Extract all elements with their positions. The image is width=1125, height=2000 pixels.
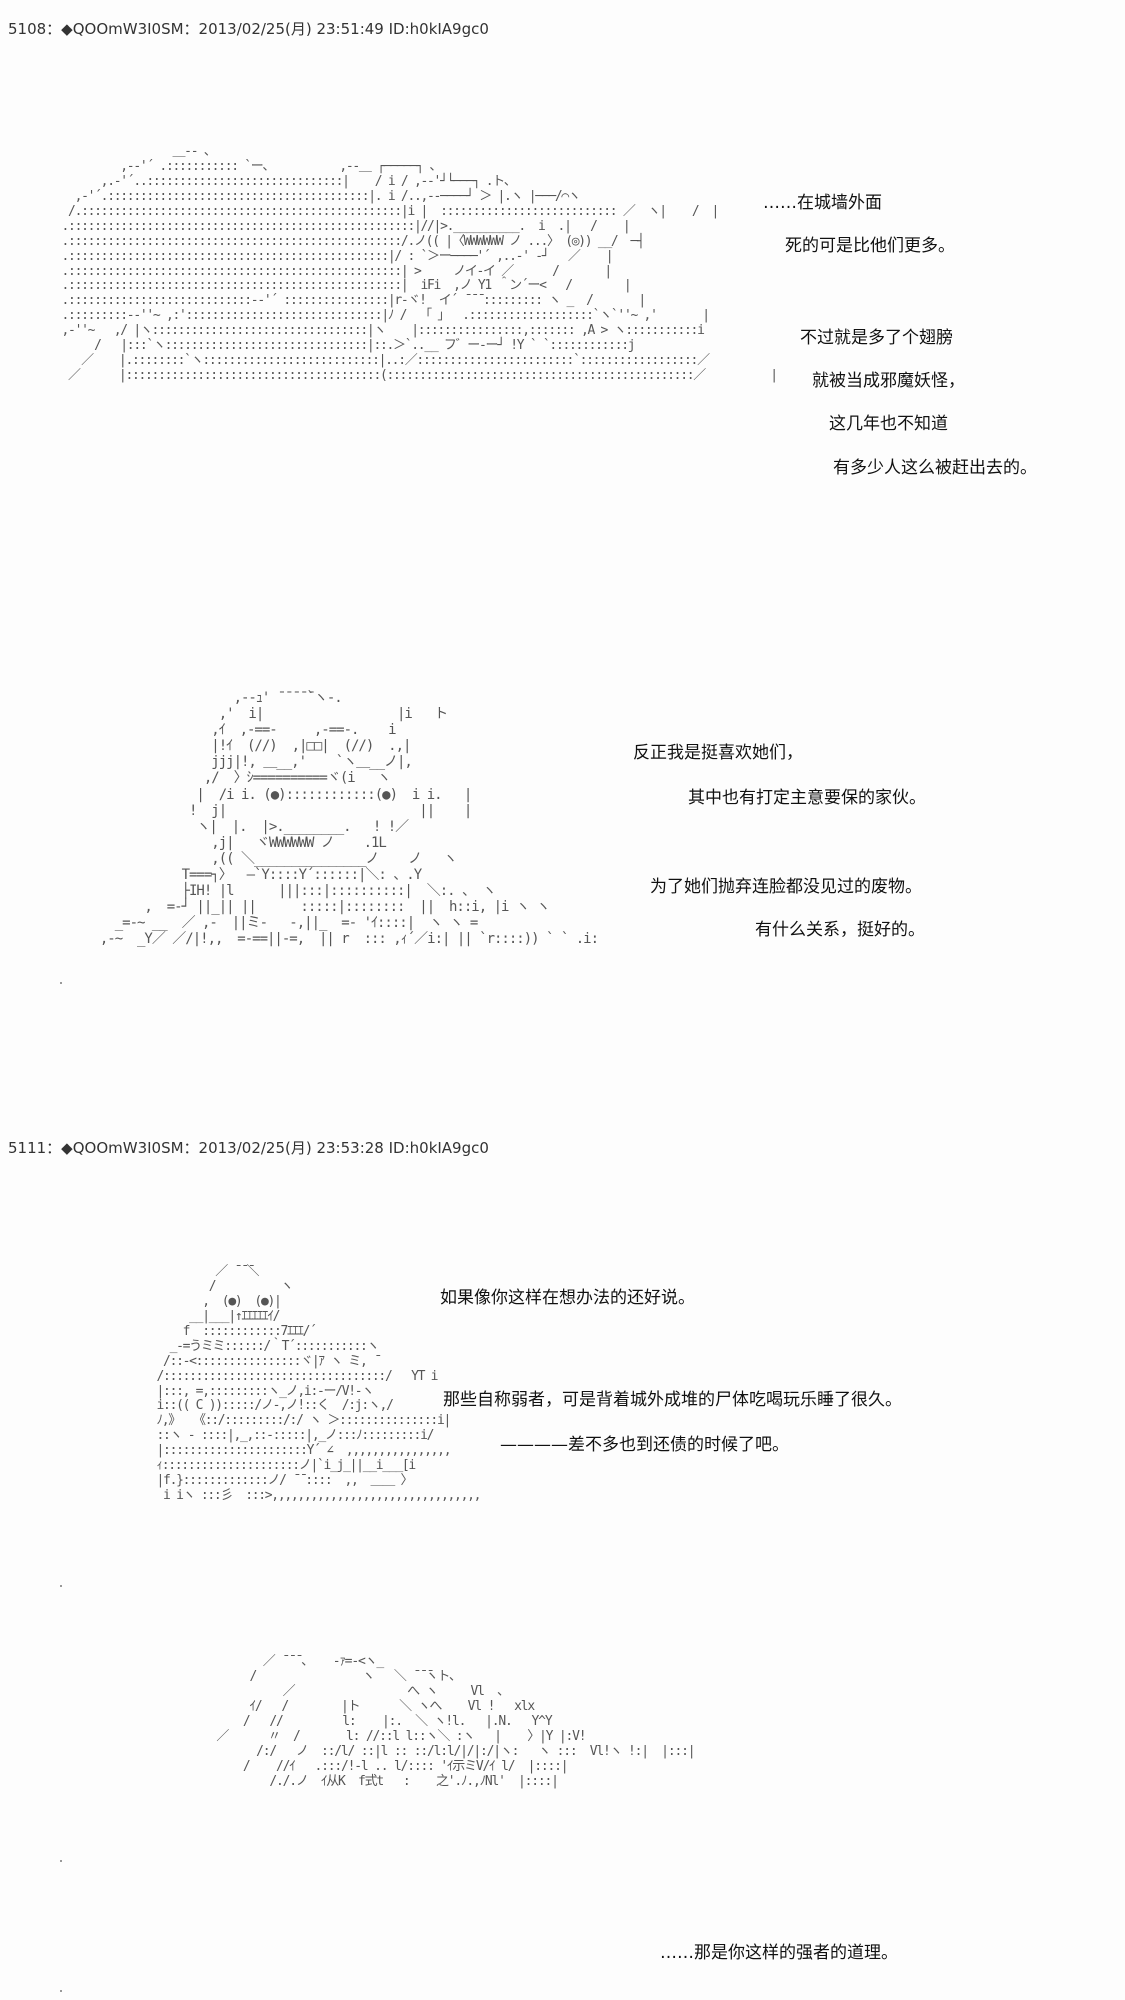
ascii-art-characters-1: ＿-‐ 、 ,-‐'´ .::::::::::: `ー、 ,-‐＿ ┌─────… — [61, 144, 779, 384]
dialogue-line: ……在城墙外面 — [763, 193, 882, 213]
dialogue-line: 反正我是挺喜欢她们， — [633, 743, 803, 763]
dialogue-line: 那些自称弱者，可是背着城外成堆的尸体吃喝玩乐睡了很久。 — [443, 1390, 902, 1410]
dialogue-line: 死的可是比他们更多。 — [785, 236, 955, 256]
stray-dot — [60, 1585, 62, 1587]
ascii-art-character-2: ,-‐ｭ' ̄ ̄ ̄ ̄ ̄`ヽ-. ,' i| |i ト ,ｲ ,-==- … — [99, 690, 599, 948]
stray-dot — [60, 1860, 62, 1862]
ascii-art-character-3: ／ ̄ ̄ ̄＼ / ヽ , (●) (●)| __|___|↑ｴｴｴｴｴｲ/ … — [156, 1264, 482, 1504]
dialogue-line: 其中也有打定主意要保的家伙。 — [688, 788, 926, 808]
ascii-art-character-4: ／ ̄ ̄ ̄ 、 ‐ｧ=-<ヽ_ / ヽ ＼ ̄ ̄ ̄ヽト、 ／ へ ヽ V… — [216, 1654, 695, 1789]
dialogue-line: 有多少人这么被赶出去的。 — [833, 458, 1037, 478]
post-header-5111: 5111：◆QOOmW3I0SM：2013/02/25(月) 23:53:28 … — [8, 1139, 489, 1157]
dialogue-line: 有什么关系，挺好的。 — [755, 920, 925, 940]
post-header-5108: 5108：◆QOOmW3I0SM：2013/02/25(月) 23:51:49 … — [8, 20, 489, 38]
dialogue-line: 就被当成邪魔妖怪， — [812, 371, 965, 391]
dialogue-line: 这几年也不知道 — [829, 414, 948, 434]
dialogue-line: ……那是你这样的强者的道理。 — [660, 1943, 898, 1963]
stray-dot — [60, 1990, 62, 1992]
dialogue-line: 如果像你这样在想办法的还好说。 — [440, 1288, 695, 1308]
dialogue-line: 不过就是多了个翅膀 — [800, 328, 953, 348]
dialogue-line: 为了她们抛弃连脸都没见过的废物。 — [650, 877, 922, 897]
dialogue-line: ————差不多也到还债的时候了吧。 — [500, 1435, 789, 1455]
stray-dot — [60, 982, 62, 984]
